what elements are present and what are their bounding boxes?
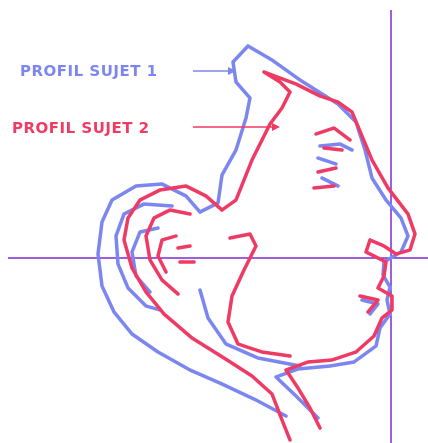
subject2-jaw [228,234,290,356]
subject2-ear [146,210,190,294]
leader-arrow-subject2 [272,123,280,131]
label-subject1: PROFIL SUJET 1 [20,62,158,80]
subject1-profile [98,46,408,418]
subject2-ear-inner [158,236,194,272]
label-subject2: PROFIL SUJET 2 [12,119,150,137]
subject1-ear [116,204,172,310]
